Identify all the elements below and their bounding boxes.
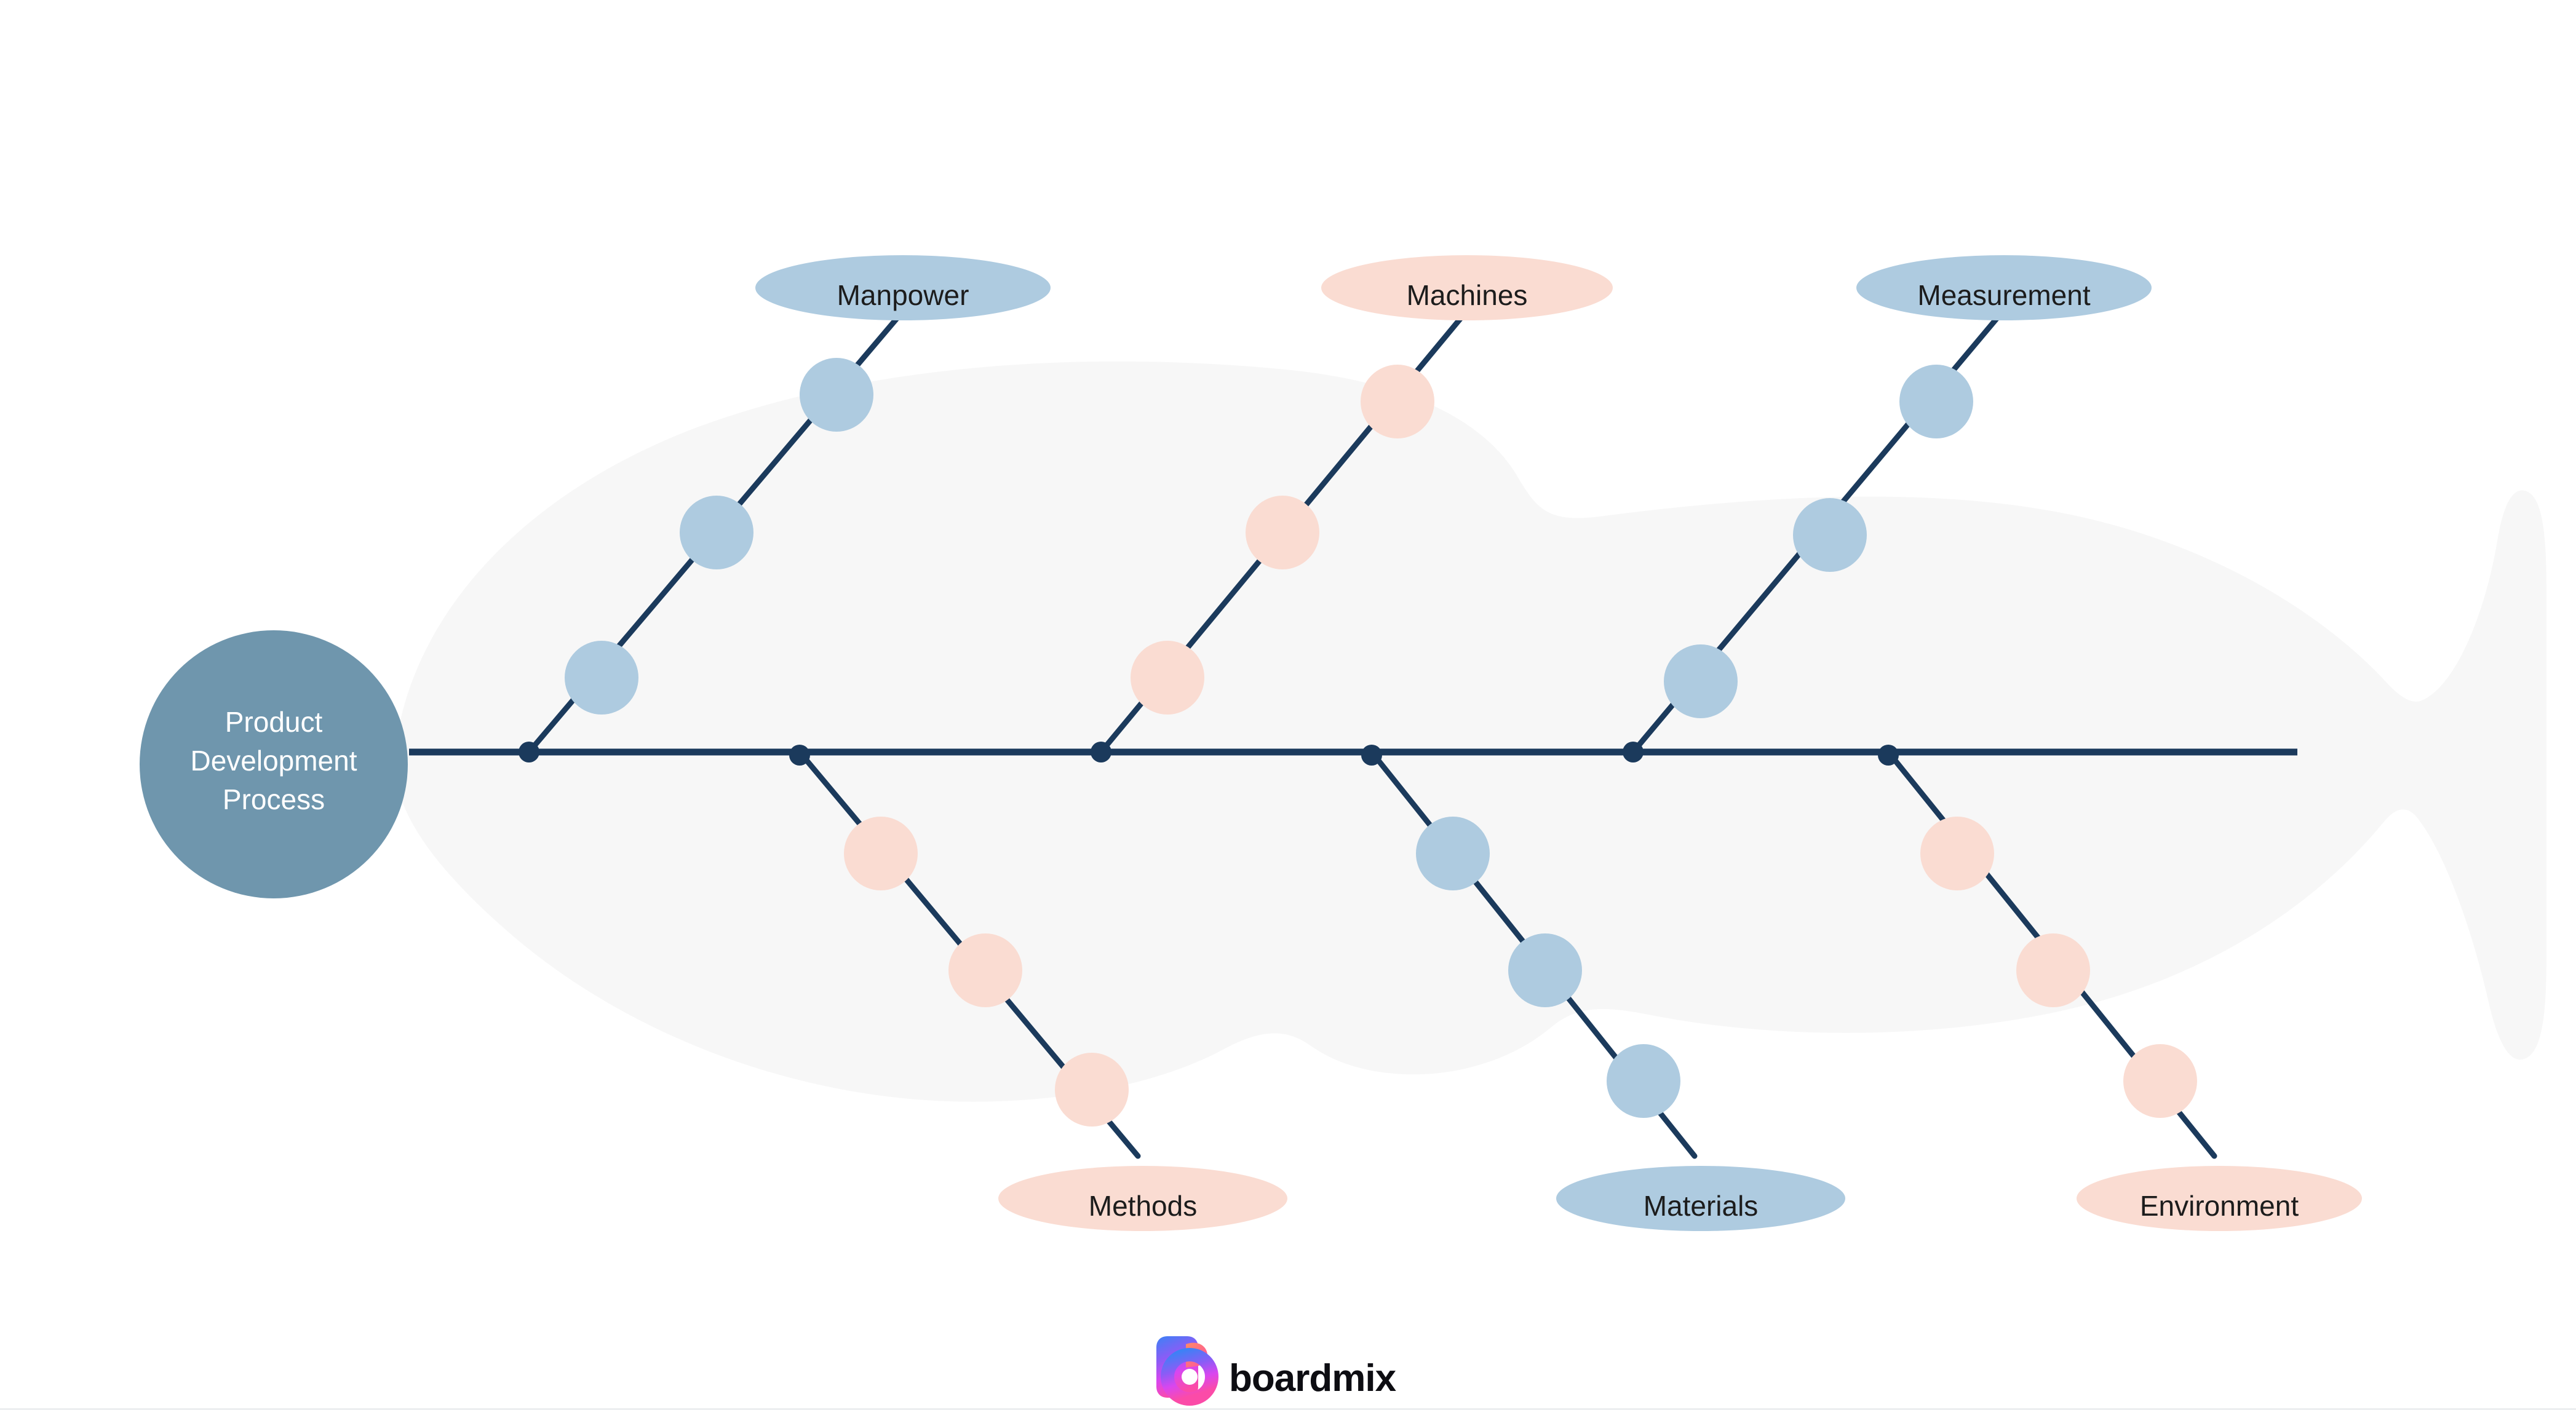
branch-measurement-label-ellipse[interactable] (1856, 255, 2152, 320)
branch-machines-node-3[interactable] (1361, 365, 1434, 438)
branch-machines-node-2[interactable] (1246, 496, 1319, 569)
branch-methods-label: Methods (1089, 1190, 1197, 1222)
branch-manpower-node-3[interactable] (800, 358, 873, 432)
branch-environment-node-3[interactable] (2123, 1044, 2197, 1118)
branch-manpower-label-ellipse[interactable] (755, 255, 1051, 320)
branch-materials-node-3[interactable] (1607, 1044, 1680, 1118)
branch-machines-junction-dot (1091, 742, 1111, 762)
boardmix-b-icon (1156, 1336, 1218, 1406)
footer-divider (0, 1408, 2576, 1410)
branch-measurement-node-3[interactable] (1899, 365, 1973, 438)
branch-manpower-node-2[interactable] (680, 496, 753, 569)
branch-measurement-node-2[interactable] (1793, 498, 1867, 572)
branch-materials-node-2[interactable] (1508, 933, 1582, 1007)
branch-environment-label: Environment (2140, 1190, 2299, 1222)
branch-measurement[interactable]: Measurement (1623, 255, 2152, 762)
branch-methods[interactable]: Methods (789, 745, 1287, 1231)
branch-machines-node-1[interactable] (1131, 641, 1204, 715)
head-node[interactable]: Product Development Process (140, 630, 408, 898)
brand-name: boardmix (1229, 1357, 1397, 1400)
branch-measurement-node-1[interactable] (1664, 644, 1738, 718)
fish-body-shape (394, 361, 2546, 1102)
branch-measurement-junction-dot (1623, 742, 1644, 762)
branch-materials-label: Materials (1644, 1190, 1759, 1222)
branch-manpower-junction-dot (519, 742, 539, 762)
branch-methods-node-2[interactable] (948, 933, 1022, 1007)
branch-methods-junction-dot (789, 745, 810, 766)
branch-environment-label-ellipse[interactable] (2077, 1166, 2362, 1231)
head-circle[interactable] (140, 630, 408, 898)
branch-materials[interactable]: Materials (1361, 745, 1845, 1231)
branch-environment-node-2[interactable] (2016, 933, 2090, 1007)
branch-methods-node-1[interactable] (844, 817, 918, 890)
branch-manpower-label: Manpower (837, 279, 969, 311)
branch-machines-label-ellipse[interactable] (1321, 255, 1613, 320)
branch-environment[interactable]: Environment (1878, 745, 2362, 1231)
branch-machines-label: Machines (1407, 279, 1528, 311)
branch-methods-label-ellipse[interactable] (998, 1166, 1287, 1231)
brand-logo[interactable]: boardmix (1156, 1336, 1397, 1406)
branch-machines[interactable]: Machines (1091, 255, 1613, 762)
head-label-line-1: Product (225, 706, 323, 738)
branch-materials-label-ellipse[interactable] (1556, 1166, 1845, 1231)
branch-environment-junction-dot (1878, 745, 1899, 766)
branch-manpower[interactable]: Manpower (519, 255, 1051, 762)
branch-materials-node-1[interactable] (1416, 817, 1490, 890)
branch-environment-node-1[interactable] (1920, 817, 1994, 890)
branch-materials-junction-dot (1361, 745, 1382, 766)
branch-methods-node-3[interactable] (1055, 1053, 1129, 1127)
head-label-line-2: Development (190, 745, 357, 777)
branch-manpower-node-1[interactable] (565, 641, 638, 715)
fish-body-silhouette (394, 361, 2546, 1102)
head-label-line-3: Process (223, 783, 325, 815)
branch-measurement-label: Measurement (1917, 279, 2090, 311)
